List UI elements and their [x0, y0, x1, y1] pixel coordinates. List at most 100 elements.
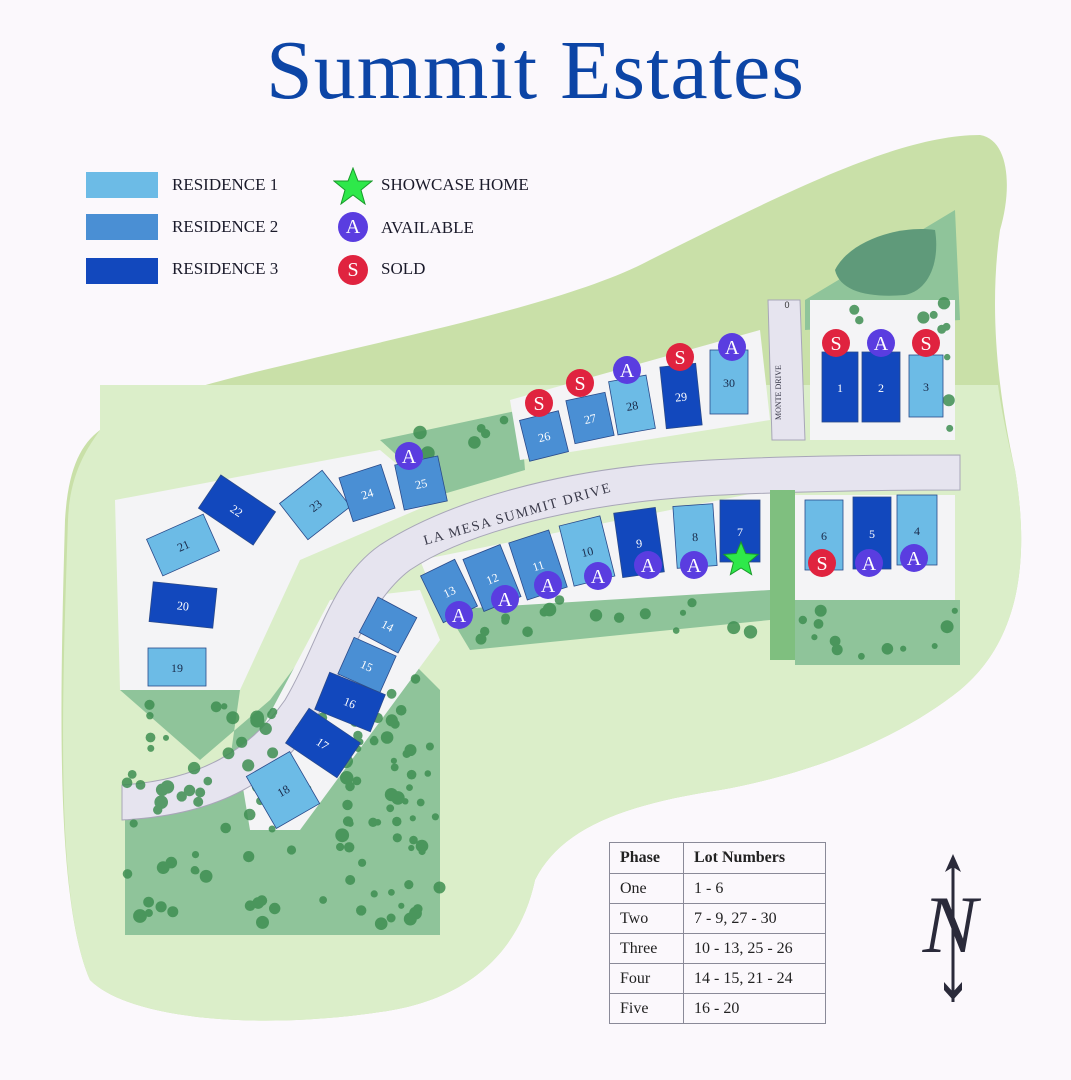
legend-swatch-residence-2 [86, 214, 158, 240]
tree [727, 621, 741, 635]
tree [226, 711, 240, 725]
legend-label-residence-1: RESIDENCE 1 [172, 175, 279, 194]
tree [370, 890, 378, 898]
lot-22: 22 [197, 474, 277, 546]
tree [813, 619, 824, 629]
house-footprint [148, 581, 218, 629]
tree [160, 780, 175, 794]
tree [392, 833, 402, 843]
tree [144, 909, 153, 917]
tree [398, 902, 405, 909]
tree [395, 705, 407, 716]
tree [269, 902, 281, 915]
tree [144, 699, 155, 710]
tree [187, 761, 201, 775]
svg-text:A: A [620, 360, 635, 382]
tree [268, 825, 276, 833]
lot-17: 17 [285, 707, 361, 779]
tree [425, 742, 434, 751]
available-badge-icon: A [634, 551, 662, 579]
lot-number: 14 [379, 617, 396, 635]
lot-1: 1 [821, 351, 859, 423]
tree [133, 909, 147, 923]
lot-27: 27 [565, 391, 615, 445]
tree [210, 701, 222, 713]
svg-text:S: S [830, 333, 841, 355]
tree [829, 635, 841, 647]
tree [256, 915, 269, 929]
lot-number: 10 [580, 544, 595, 560]
tree [345, 781, 355, 792]
tree [937, 297, 951, 310]
tree [385, 714, 398, 727]
lots-cell: 16 - 20 [683, 993, 826, 1024]
svg-text:A: A [452, 605, 467, 627]
tree [613, 612, 625, 623]
lot-number: 6 [821, 529, 827, 543]
svg-text:S: S [533, 393, 544, 415]
lot-26: 26 [519, 410, 569, 462]
lots-cell: 10 - 13, 25 - 26 [683, 933, 826, 964]
house-footprint [908, 354, 944, 418]
tree [408, 844, 415, 852]
lot-number: 8 [692, 530, 699, 544]
tree [163, 734, 169, 741]
house-footprint [279, 469, 351, 541]
available-badge-icon: A [395, 442, 423, 470]
available-badge-icon: A [584, 562, 612, 590]
tree [203, 776, 213, 786]
tree [250, 710, 264, 725]
tree [336, 842, 345, 852]
tree [243, 851, 255, 863]
tree [940, 620, 954, 634]
tree [416, 798, 425, 807]
tree [356, 905, 367, 916]
sold-badge-icon: S [912, 329, 940, 357]
house-footprint [358, 596, 418, 654]
tree [143, 896, 155, 908]
tree [639, 608, 651, 620]
lots-cell: 1 - 6 [683, 873, 826, 904]
tree [811, 634, 818, 641]
house-footprint [146, 513, 220, 577]
lot-number: 4 [914, 524, 920, 538]
sold-badge-icon: S [666, 343, 694, 371]
tree [413, 904, 423, 914]
lot-number: 11 [531, 558, 546, 575]
lot-18: 18 [245, 750, 321, 830]
tree [127, 770, 137, 779]
tree [259, 722, 272, 735]
lot-number: 30 [723, 376, 735, 390]
svg-text:A: A [541, 575, 556, 597]
tree [392, 816, 402, 827]
tree [368, 817, 378, 827]
tree [121, 777, 133, 789]
house-footprint [197, 474, 277, 546]
available-badge-icon: A [855, 549, 883, 577]
legend-label-showcase: SHOWCASE HOME [381, 175, 529, 194]
tree [286, 845, 297, 855]
available-badge-icon: A [718, 333, 746, 361]
svg-text:A: A [498, 589, 513, 611]
lot-number: 2 [878, 381, 884, 395]
tree [946, 424, 954, 432]
north-arrow-icon: N [922, 854, 982, 1002]
tree [679, 609, 687, 616]
tree [468, 436, 481, 449]
legend-label-residence-3: RESIDENCE 3 [172, 259, 279, 278]
available-badge-icon: A [613, 356, 641, 384]
lot-number: 15 [358, 657, 375, 675]
tree [831, 644, 843, 656]
tree [374, 917, 388, 930]
tree [242, 759, 255, 772]
tree [386, 804, 395, 813]
tree [176, 791, 187, 802]
tree [409, 815, 416, 822]
tree [122, 869, 133, 879]
tree [220, 822, 231, 834]
phase-cell: Two [609, 903, 684, 934]
tree [135, 780, 146, 790]
